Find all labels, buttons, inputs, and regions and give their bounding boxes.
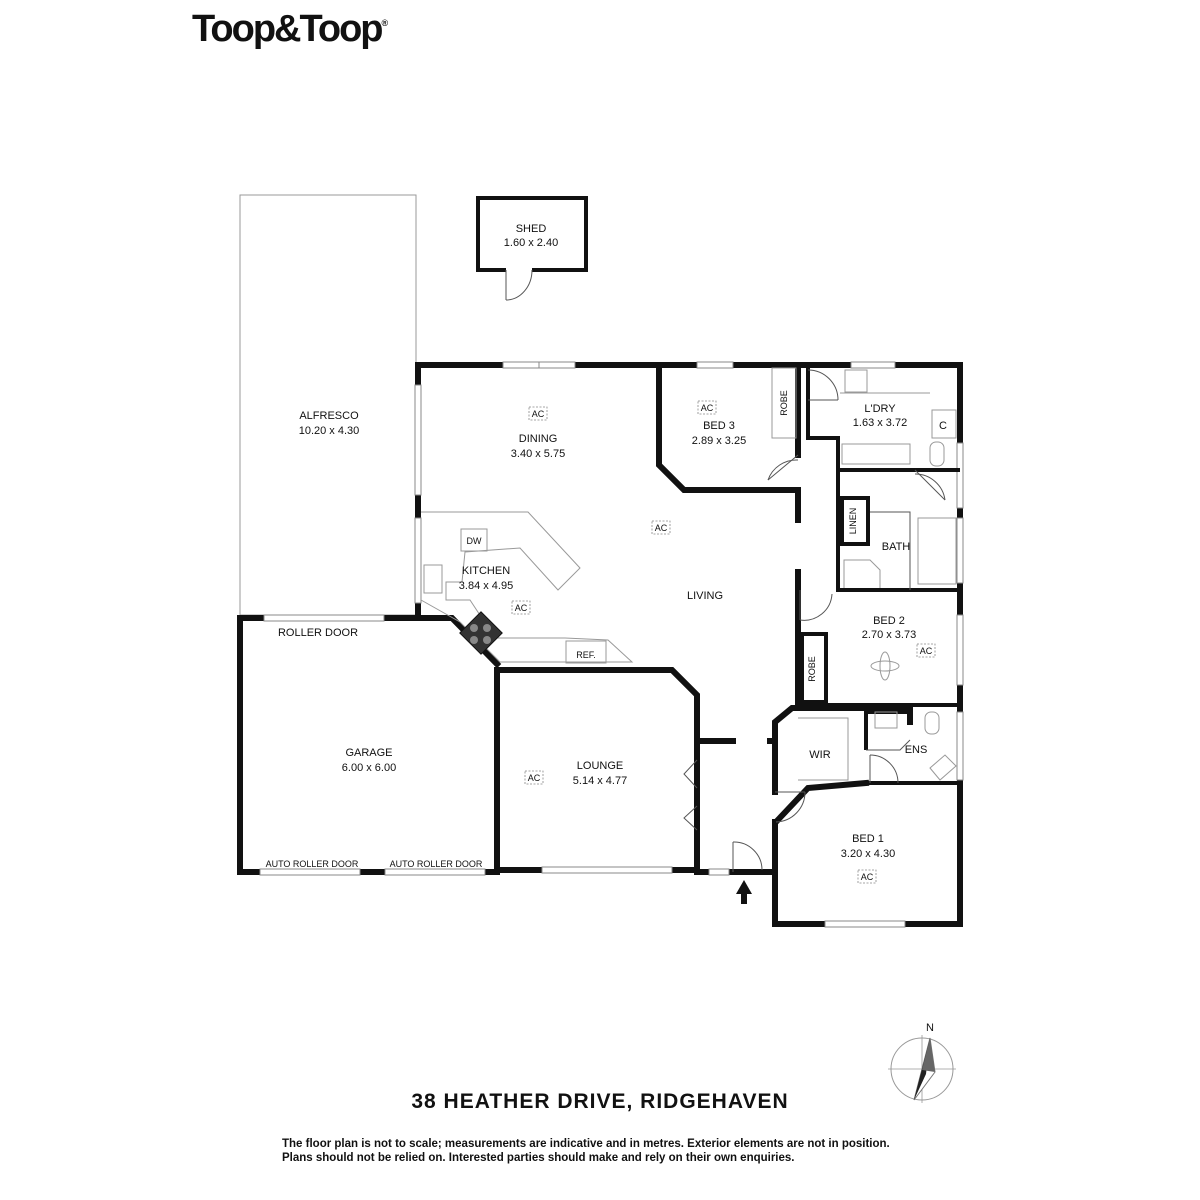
bed2-door [799,590,833,621]
dining-label: DINING [519,433,558,445]
kitchen-label: KITCHEN [462,565,510,577]
auto-roller-door-label-1: AUTO ROLLER DOOR [266,859,359,869]
linen-label: LINEN [848,508,858,535]
ac-unit-lounge [524,770,544,785]
bed2-dims: 2.70 x 3.73 [862,629,916,641]
ens-door [869,754,899,784]
bed1-dims: 3.20 x 4.30 [841,848,895,860]
wir-label: WIR [809,749,830,761]
lounge-dims: 5.14 x 4.77 [573,775,627,787]
bathtub [917,517,957,585]
ac-label-bed1: AC [861,872,874,882]
toilet [929,441,945,467]
ac-label-living: AC [655,523,668,533]
ac-label-bed2: AC [920,646,933,656]
kitchen-dims: 3.84 x 4.95 [459,580,513,592]
ens-shower-tray [929,754,957,781]
laundry-sink [844,369,868,393]
lounge-label: LOUNGE [577,760,623,772]
ens-shower [866,739,911,751]
linen-cupboard [840,496,870,546]
bath-shower-wall [870,511,911,590]
alfresco-outline [239,194,417,616]
bed3-label: BED 3 [703,420,735,432]
garage-openings [259,614,673,876]
bed3-door [767,454,799,481]
ceiling-fan [870,651,900,681]
wir-shelf [798,717,849,781]
ac-unit-bed3 [697,400,717,415]
disclaimer-line-1: The floor plan is not to scale; measurem… [282,1138,890,1150]
ac-unit-bed2 [916,643,936,658]
laundry-walls [806,365,960,472]
compass-north-label: N [926,1022,934,1034]
bed1-label: BED 1 [852,833,884,845]
ac-unit-dining [528,406,548,421]
bed3-dims: 2.89 x 3.25 [692,435,746,447]
brand-logo: Toop&Toop® [192,8,388,51]
laundry-door [807,369,839,401]
bed2-label: BED 2 [873,615,905,627]
bath-walls [836,470,960,592]
bed2-robe-label: ROBE [807,656,817,682]
entry-door [732,841,763,872]
bed1-north-wall [772,779,870,831]
ens-vanity [874,711,898,729]
dw-label: DW [467,536,482,546]
ens-label: ENS [905,744,928,756]
roller-door-label: ROLLER DOOR [278,627,358,639]
ac-label-lounge: AC [528,773,541,783]
shed-door [505,268,533,301]
living-label: LIVING [687,590,723,602]
lounge-doors [683,759,698,831]
garage-dims: 6.00 x 6.00 [342,762,396,774]
bath-label: BATH [882,541,911,553]
ac-label-dining: AC [532,409,545,419]
ens-toilet [924,711,940,735]
auto-roller-door-label-2: AUTO ROLLER DOOR [390,859,483,869]
bed3-walls [656,362,801,523]
windows [414,361,964,928]
ldry-dims: 1.63 x 3.72 [853,417,907,429]
shower [843,559,881,588]
disclaimer: The floor plan is not to scale; measurem… [282,1137,942,1165]
kitchen-benches [420,511,634,664]
ac-unit-living [651,520,671,535]
dining-dims: 3.40 x 5.75 [511,448,565,460]
alfresco-label: ALFRESCO [299,410,359,422]
garage-label: GARAGE [345,747,392,759]
disclaimer-line-2: Plans should not be relied on. Intereste… [282,1152,795,1164]
bed2-robe [800,632,828,704]
alfresco-dims: 10.20 x 4.30 [299,425,360,437]
shed-label: SHED [516,223,547,235]
bed3-robe [771,367,797,439]
bed1-door [775,791,806,823]
logo-text: Toop&Toop [192,8,383,50]
entry-arrow-icon [736,880,752,904]
ac-label-bed3: AC [701,403,714,413]
ac-unit-bed1 [857,869,877,884]
ens-walls [864,710,910,750]
bed3-robe-label: ROBE [779,390,789,416]
ref-label: REF. [576,650,596,660]
property-address: 38 HEATHER DRIVE, RIDGEHAVEN [411,1090,789,1113]
bath-door [914,469,946,501]
shed-dims: 1.60 x 2.40 [504,237,558,249]
registered-mark: ® [381,18,389,28]
kitchen-cooktop-icon [470,624,491,644]
ldry-label: L'DRY [864,403,896,415]
compass-rose-icon [888,1035,956,1103]
ldry-cupboard-label: C [939,420,947,432]
ac-label-kitchen: AC [515,603,528,613]
laundry-cupboard [931,409,957,439]
ac-unit-kitchen [511,600,531,615]
bath-vanity [841,443,911,465]
